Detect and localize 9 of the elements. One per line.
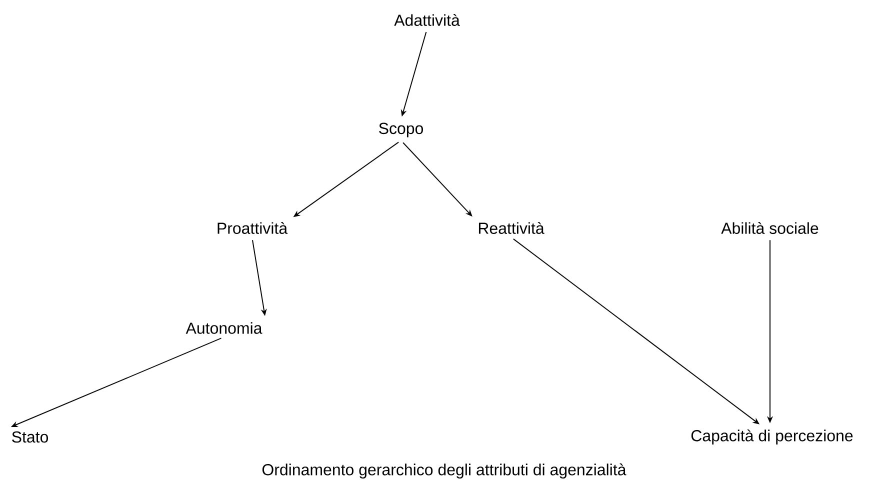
caption: Ordinamento gerarchico degli attributi di agenzialità [262, 463, 626, 479]
node-label: Reattività [478, 222, 544, 234]
node-label: Adattività [394, 14, 460, 26]
node-label: Stato [12, 431, 48, 443]
node-label: Autonomia [186, 322, 262, 334]
node-label: Capacità di percezione [691, 429, 853, 445]
node-label: Proattività [218, 222, 288, 234]
node-label: Abilità sociale [721, 222, 818, 234]
node-label: Scopo [379, 122, 423, 138]
